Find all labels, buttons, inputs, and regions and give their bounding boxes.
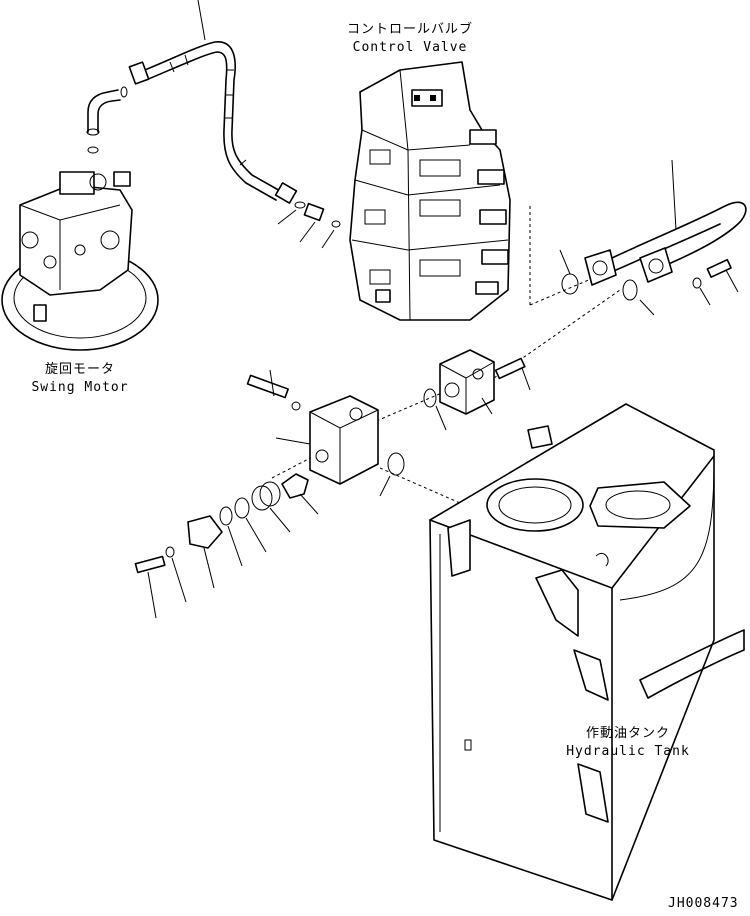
relief-valve-parts	[134, 473, 319, 619]
check-valve-block	[439, 349, 531, 415]
upper-hose	[128, 0, 298, 204]
swing-motor-label-jp: 旋回モータ	[44, 362, 115, 377]
control-valve	[349, 61, 511, 321]
swing-motor	[1, 171, 159, 351]
swing-motor-label-en: Swing Motor	[31, 380, 129, 395]
control-valve-label-jp: コントロールバルブ	[346, 22, 473, 37]
hose-fittings	[277, 201, 341, 249]
relief-valve-block	[246, 369, 447, 497]
control-valve-label-en: Control Valve	[352, 40, 468, 55]
elbow-fitting	[86, 86, 128, 154]
drawing-number: JH008473	[668, 896, 739, 911]
hydraulic-tank-label-jp: 作動油タンク	[585, 726, 670, 741]
return-pipe	[559, 159, 747, 316]
hydraulic-tank-label-en: Hydraulic Tank	[566, 744, 690, 759]
hydraulic-tank	[429, 403, 745, 901]
